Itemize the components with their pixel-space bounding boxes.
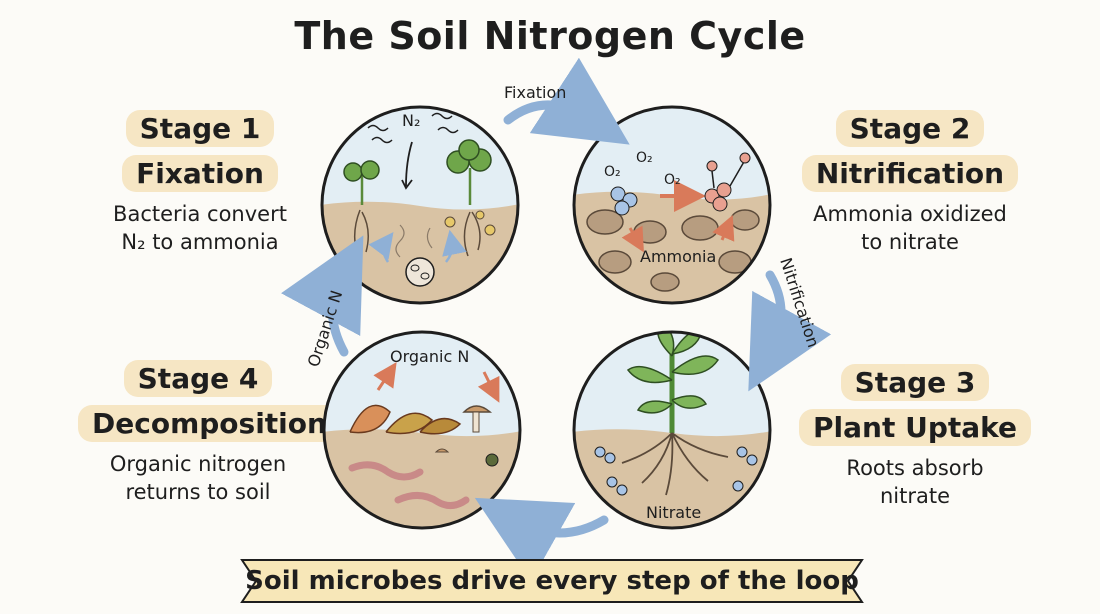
summary-banner: Soil microbes drive every step of the lo…	[238, 556, 866, 606]
arrow-fixation	[503, 57, 630, 145]
stage-4-label: Stage 4	[123, 360, 273, 397]
arrow-fixation-label: Fixation	[504, 83, 566, 102]
arrow-organic-n-label: Organic N	[304, 288, 347, 369]
fixation-circle: N₂	[320, 105, 520, 305]
stage-3-description: Roots absorb nitrate	[795, 454, 1035, 510]
stage-2-label: Stage 2	[835, 110, 985, 147]
stage-3-panel: Stage 3 Plant Uptake Roots absorb nitrat…	[795, 360, 1035, 510]
stage-4-desc-line-2: returns to soil	[125, 480, 271, 504]
stage-4-name: Decomposition	[78, 405, 341, 442]
n2-gas-label: N₂	[402, 111, 420, 130]
stage-1-panel: Stage 1 Fixation Bacteria convert N₂ to …	[90, 106, 310, 256]
stage-1-desc-line-2: N₂ to ammonia	[121, 230, 279, 254]
stage-4-description: Organic nitrogen returns to soil	[78, 450, 318, 506]
stage-3-desc-line-2: nitrate	[879, 484, 951, 508]
arrow-uptake-to-decomposition	[474, 497, 609, 582]
stage-3-name: Plant Uptake	[799, 409, 1031, 446]
banner-ribbon	[240, 559, 864, 603]
stage-2-desc-line-2: to nitrate	[861, 230, 959, 254]
o2-label-3: O₂	[664, 172, 681, 188]
stage-2-name: Nitrification	[801, 155, 1019, 192]
stage-1-description: Bacteria convert N₂ to ammonia	[90, 200, 310, 256]
arrow-nitrification	[748, 270, 832, 392]
stage-1-name: Fixation	[122, 155, 278, 192]
nitrification-circle: O₂ O₂ O₂ Ammonia	[572, 105, 772, 305]
stage-2-description: Ammonia oxidized to nitrate	[790, 200, 1030, 256]
stage-3-label: Stage 3	[840, 364, 990, 401]
o2-label-2: O₂	[636, 150, 653, 166]
page-title: The Soil Nitrogen Cycle	[294, 14, 806, 58]
stage-3-desc-line-1: Roots absorb	[846, 456, 984, 480]
stage-2-desc-line-1: Ammonia oxidized	[813, 202, 1007, 226]
arrow-organic-n	[281, 235, 364, 357]
stage-1-desc-line-1: Bacteria convert	[113, 202, 287, 226]
banner-text: Soil microbes drive every step of the lo…	[245, 566, 859, 596]
stage-2-panel: Stage 2 Nitrification Ammonia oxidized t…	[790, 106, 1030, 256]
organic-n-circle-label: Organic N	[390, 347, 469, 366]
stage-1-label: Stage 1	[125, 110, 275, 147]
plant-uptake-circle: Nitrate	[572, 330, 772, 530]
ammonia-label: Ammonia	[640, 247, 716, 266]
o2-label-1: O₂	[604, 164, 621, 180]
stage-4-desc-line-1: Organic nitrogen	[109, 452, 287, 476]
stage-4-panel: Stage 4 Decomposition Organic nitrogen r…	[78, 356, 341, 506]
decomposition-circle: Organic N	[322, 330, 522, 530]
nitrate-label: Nitrate	[646, 503, 701, 522]
